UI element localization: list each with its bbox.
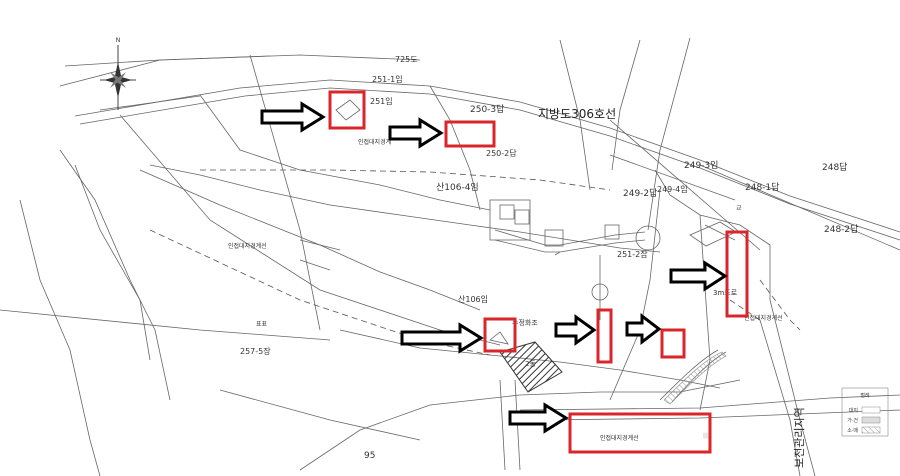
label-725: 725도 <box>395 55 418 64</box>
label-248: 248답 <box>822 161 847 173</box>
highlight-boxes <box>328 90 749 454</box>
label-mark-1: 교 <box>736 205 742 212</box>
highlight-box-1 <box>328 90 366 130</box>
highlight-box-3 <box>725 230 749 318</box>
label-251-2: 251-2잡 <box>617 249 648 259</box>
arrow-icon-4 <box>400 322 484 354</box>
drain-hatch <box>663 351 727 405</box>
label-boundary-2: 인접대지경계선 <box>228 242 267 250</box>
legend-item-1: 대지 <box>849 407 858 414</box>
label-s106-4: 산106-4임 <box>436 181 479 193</box>
highlight-box-4 <box>483 317 517 353</box>
north-arrow-icon: N <box>100 37 136 110</box>
building-2dong <box>499 341 563 393</box>
label-251: 251임 <box>370 97 393 106</box>
highlight-box-5 <box>596 308 613 364</box>
svg-text:N: N <box>116 37 121 44</box>
label-257-5: 257-5장 <box>240 346 271 356</box>
arrow-icon-3 <box>669 260 728 292</box>
label-248-1: 248-1답 <box>745 181 779 193</box>
highlight-box-2 <box>444 120 496 148</box>
arrow-icon-5 <box>554 314 597 346</box>
arrow-icon-6 <box>625 312 662 346</box>
label-248-2: 248-2답 <box>824 223 858 235</box>
legend-item-3: 소·매 <box>847 427 858 434</box>
label-boundary-1: 인접대지경계 <box>358 138 391 146</box>
highlight-box-6 <box>660 328 686 359</box>
label-road-306: 지방도306호선 <box>538 107 616 121</box>
label-zone: 보전관리지역 <box>793 407 806 468</box>
structure-detail <box>335 99 509 345</box>
arrow-icon-2 <box>388 117 444 149</box>
label-mark-2: 표표 <box>256 321 268 328</box>
label-251-1: 251-1임 <box>372 75 403 84</box>
label-boundary-4: 인접대지경계선 <box>600 434 639 442</box>
arrow-icon-7 <box>508 402 569 434</box>
dashed-boundaries <box>149 169 801 356</box>
label-building-2dong: 2동 <box>525 360 536 368</box>
label-95: 95 <box>364 451 375 461</box>
label-250-3: 250-3답 <box>470 103 504 115</box>
label-boundary-3: 인접대지경계선 <box>744 314 783 322</box>
label-249-2: 249-2답 <box>623 187 657 199</box>
highlight-box-7 <box>568 412 712 454</box>
legend-title: 범례 <box>860 392 870 399</box>
label-249-3: 249-3임 <box>684 159 718 171</box>
label-249-4: 249-4임 <box>657 185 688 194</box>
label-water-tank: 수정화조 <box>512 318 538 327</box>
map-linework <box>0 37 900 476</box>
label-250-2: 250-2답 <box>486 148 517 158</box>
arrow-icon-1 <box>260 101 326 133</box>
watermark: · <box>700 419 711 454</box>
legend: 범례 대지 가·건 소·매 <box>841 387 889 437</box>
label-road-width: 3m도로 <box>713 289 738 297</box>
label-s106: 산106임 <box>458 294 488 304</box>
legend-item-2: 가·건 <box>847 417 858 424</box>
pointer-arrows <box>260 101 728 434</box>
